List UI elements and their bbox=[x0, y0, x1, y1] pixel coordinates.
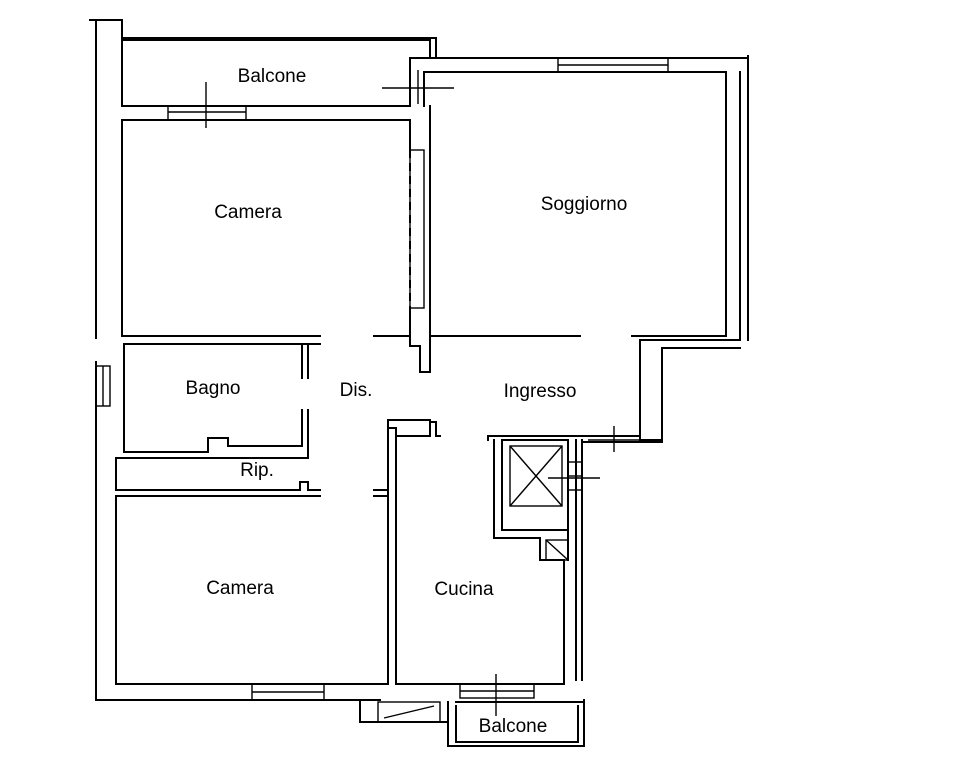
label-soggiorno: Soggiorno bbox=[541, 194, 628, 215]
label-bagno: Bagno bbox=[186, 378, 241, 399]
room-bagno bbox=[95, 343, 321, 453]
room-labels: Balcone Camera Soggiorno Bagno Dis. Ingr… bbox=[186, 66, 628, 737]
room-camera-bottom bbox=[115, 419, 397, 701]
label-balcone-bottom: Balcone bbox=[479, 716, 548, 737]
room-cucina bbox=[377, 435, 565, 723]
room-ripostiglio bbox=[115, 445, 321, 491]
corridor bbox=[387, 419, 441, 437]
label-camera-top: Camera bbox=[214, 202, 282, 223]
label-balcone-top: Balcone bbox=[238, 66, 307, 87]
elevator-shaft bbox=[493, 426, 663, 681]
balcony-bottom bbox=[447, 699, 585, 747]
label-camera-bottom: Camera bbox=[206, 578, 274, 599]
label-ripostiglio: Rip. bbox=[240, 460, 274, 481]
label-cucina: Cucina bbox=[434, 579, 494, 600]
label-ingresso: Ingresso bbox=[504, 381, 577, 402]
label-disimpegno: Dis. bbox=[340, 380, 373, 401]
wall-junction-top bbox=[409, 57, 749, 107]
room-soggiorno bbox=[409, 71, 727, 373]
room-camera-top bbox=[121, 119, 425, 337]
outer-walls bbox=[89, 19, 749, 723]
